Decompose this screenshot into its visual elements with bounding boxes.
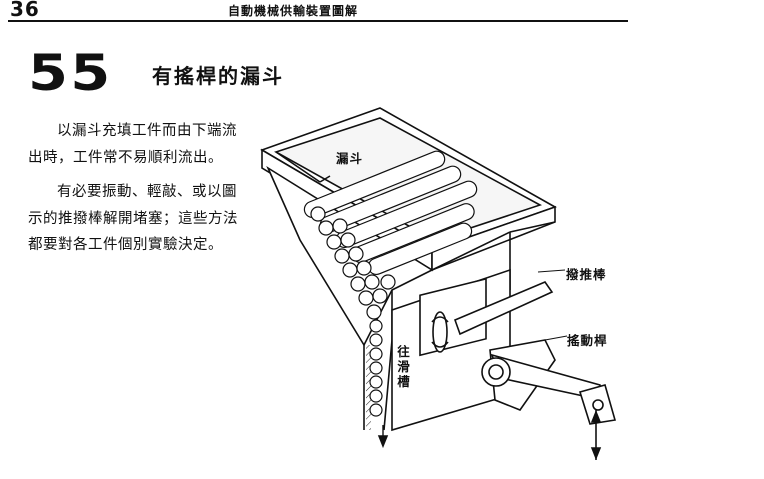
label-rocker-arm: 搖動桿 bbox=[567, 333, 608, 348]
workpiece-stack bbox=[303, 150, 478, 430]
mechanism bbox=[377, 268, 617, 461]
section-title: 有搖桿的漏斗 bbox=[152, 64, 284, 88]
running-title: 自動機械供輸裝置圖解 bbox=[228, 4, 359, 18]
hopper-illustration bbox=[260, 107, 617, 461]
label-to-chute: 往滑槽 bbox=[397, 344, 411, 389]
header-rule bbox=[8, 20, 628, 22]
body-paragraph-2: 有必要振動、輕敲、或以圖示的推撥棒解開堵塞；這些方法都要對各工件個別實驗決定。 bbox=[28, 184, 238, 253]
label-pusher-rod: 撥推棒 bbox=[566, 267, 607, 282]
label-hopper: 漏斗 bbox=[336, 151, 364, 166]
section-number: 55 bbox=[28, 44, 113, 102]
page-number: 36 bbox=[10, 0, 40, 21]
body-paragraph-1: 以漏斗充填工件而由下端流出時，工件常不易順利流出。 bbox=[28, 123, 237, 166]
body-text: 以漏斗充填工件而由下端流出時，工件常不易順利流出。 有必要振動、輕敲、或以圖示的… bbox=[28, 118, 250, 267]
